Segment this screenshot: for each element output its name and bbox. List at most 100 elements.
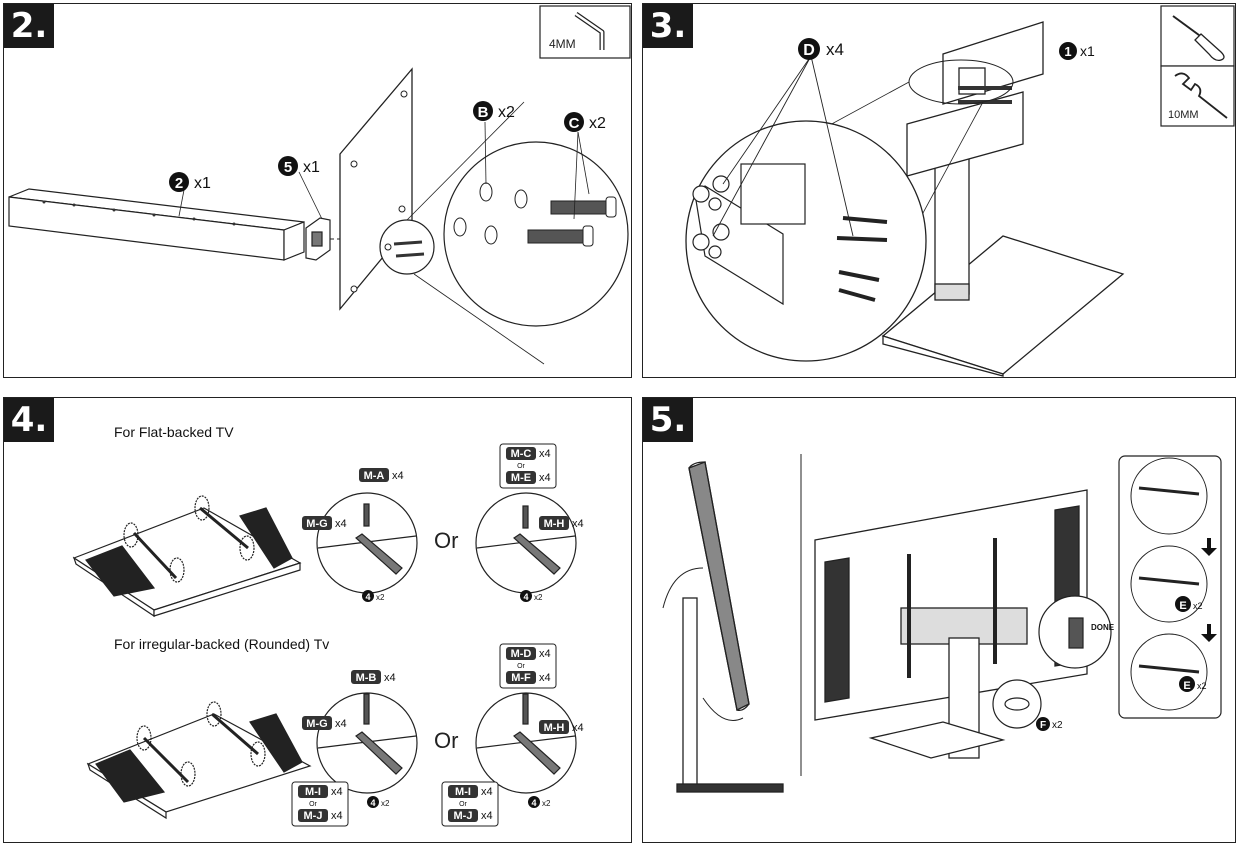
step-4-illustration: Or Or M-A x4 M-G x4 M-C x4 Or M-E x4 [72,443,584,827]
part-B-badge: B x2 [473,101,515,121]
svg-text:M-F: M-F [511,672,531,684]
bracket-label-rounded-a: 4 x2 [367,796,390,808]
step-4-panel: 4. For Flat-backed TV For irregular-back… [3,397,632,843]
rounded-backed-heading: For irregular-backed (Rounded) Tv [114,636,330,652]
svg-text:Or: Or [459,801,467,808]
end-cap-part [305,217,331,261]
svg-text:M-C: M-C [511,448,532,460]
part-E-badge-1: E x2 [1175,596,1203,612]
svg-text:x4: x4 [481,810,493,822]
svg-text:x2: x2 [381,799,390,808]
tool-panel [1160,5,1235,127]
step-2-panel: 2. 4MM [3,3,632,378]
clip-steps-panel [1118,455,1222,719]
part-B-letter: B [478,104,489,121]
svg-text:M-I: M-I [455,786,471,798]
tag-group-m-c-m-e: M-C x4 Or M-E x4 [499,443,557,489]
part-1-badge: 1 x1 [1059,42,1095,60]
or-label-rounded: Or [434,728,458,753]
svg-text:4: 4 [531,798,536,808]
part-D-letter: D [803,42,815,59]
svg-text:M-E: M-E [511,472,531,484]
step-2-illustration: 4MM [8,5,631,365]
svg-text:x4: x4 [539,472,551,484]
done-label: DONE [1091,623,1115,632]
bracket-label-rounded-b: 4 x2 [528,796,551,808]
nut-detail-circle [685,120,927,362]
part-C-letter: C [569,115,580,132]
down-arrow-icon [1201,624,1217,642]
svg-text:M-J: M-J [454,810,473,822]
svg-text:Or: Or [309,801,317,808]
flat-backed-heading: For Flat-backed TV [114,424,234,440]
flat-tv-back [72,495,302,618]
tag-m-b: M-B x4 [351,670,396,684]
part-C-quantity: x2 [589,115,606,132]
part-F-badge: F x2 [1036,717,1063,731]
svg-text:x4: x4 [331,810,343,822]
svg-text:M-H: M-H [544,518,565,530]
stand-assembly [881,21,1125,377]
svg-text:M-B: M-B [356,672,377,684]
detail-circle-rounded-b [475,692,577,794]
rotate-arrow-bottom [702,697,744,721]
step-3-panel: 3. 10MM [642,3,1236,378]
small-detail-circle [379,219,435,275]
svg-text:M-A: M-A [364,470,385,482]
detail-circle-flat-b [475,492,577,594]
beam-part [8,188,305,261]
step-5-panel: 5. DONE [642,397,1236,843]
rounded-tv-back [86,701,312,820]
detail-circle-rounded-a [316,692,418,794]
part-C-badge: C x2 [564,112,606,132]
svg-text:4: 4 [365,592,370,602]
rotate-arrow-top [662,567,704,609]
svg-text:x4: x4 [331,786,343,798]
svg-text:x2: x2 [542,799,551,808]
part-5-badge: 5 x1 [278,156,320,176]
step-3-number: 3. [643,4,693,48]
wrench-icon: 10MM [1168,72,1228,121]
svg-text:M-D: M-D [511,648,532,660]
svg-text:x2: x2 [1052,720,1063,731]
svg-text:x4: x4 [539,672,551,684]
svg-text:M-G: M-G [306,518,327,530]
done-detail-circle: DONE [1038,595,1115,669]
screwdriver-icon [1172,15,1225,62]
step-4-number: 4. [4,398,54,442]
svg-text:x2: x2 [534,593,543,602]
svg-text:M-H: M-H [544,722,565,734]
part-2-quantity: x1 [194,175,211,192]
tag-m-h-flat: M-H x4 [539,516,584,530]
svg-text:x4: x4 [392,470,404,482]
svg-text:x2: x2 [376,593,385,602]
or-label-flat: Or [434,528,458,553]
svg-text:E: E [1183,680,1190,692]
step-5-illustration: DONE F x2 E x2 [662,454,1222,793]
svg-text:x4: x4 [384,672,396,684]
svg-text:x4: x4 [335,518,347,530]
bracket-label-flat-b: 4 x2 [520,590,543,602]
part-2-letter: 2 [175,175,183,192]
tag-group-m-i-m-j-left: M-I x4 Or M-J x4 [291,781,349,827]
step-3-illustration: 10MM [685,5,1235,377]
svg-text:M-G: M-G [306,718,327,730]
svg-text:x4: x4 [572,518,584,530]
svg-text:4: 4 [523,592,528,602]
svg-text:x4: x4 [481,786,493,798]
svg-text:x2: x2 [1197,681,1207,691]
part-1-letter: 1 [1064,44,1071,59]
side-view-stand [676,461,784,793]
tag-m-g-rounded: M-G x4 [302,716,347,730]
part-5-letter: 5 [284,159,292,176]
part-5-quantity: x1 [303,159,320,176]
part-E-badge-2: E x2 [1179,676,1207,692]
part-D-quantity: x4 [826,40,844,59]
part-D-badge: D x4 [798,38,844,60]
svg-text:M-I: M-I [305,786,321,798]
svg-text:x4: x4 [335,718,347,730]
part-2-badge: 2 x1 [169,172,211,192]
svg-text:x4: x4 [539,448,551,460]
svg-text:M-J: M-J [304,810,323,822]
svg-text:Or: Or [517,663,525,670]
